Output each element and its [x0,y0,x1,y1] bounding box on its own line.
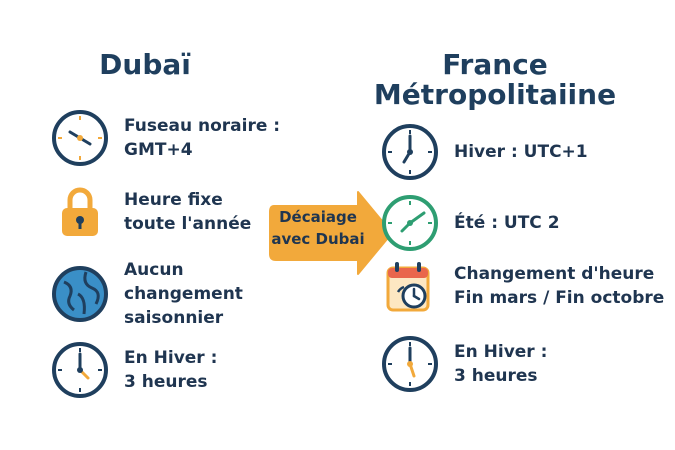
france-winter-label: En Hiver : 3 heures [454,340,547,388]
label-line: En Hiver : [124,348,218,368]
france-title: France Métropolitaiine [370,50,620,110]
clock-icon [380,334,440,394]
dubai-title: Dubaï [99,48,191,81]
france-change-label: Changement d'heure Fin mars / Fin octobr… [454,262,664,310]
label-line: changement [124,284,243,304]
dubai-no-change-label: Aucun changement saisonnier [124,258,243,330]
label-line: avec Dubai [271,230,365,248]
globe-icon [50,264,110,324]
arrow-shape [269,191,393,275]
dubai-winter-label: En Hiver : 3 heures [124,346,217,394]
clock-icon [380,193,440,253]
dubai-no-change-row: Aucun changement saisonnier [50,258,243,330]
label-line: Fin mars / Fin octobre [454,288,665,308]
dubai-timezone-label: Fuseau noraire : GMT+4 [124,114,280,162]
dubai-fixed-time-label: Heure fixe toute l'année [124,188,251,236]
lock-icon [50,182,110,242]
dubai-fixed-time-row: Heure fixe toute l'année [50,182,251,242]
label-line: Fuseau noraire : [124,116,281,136]
label-line: 3 heures [454,366,538,386]
label-line: Aucun [124,260,184,280]
france-winter-utc-row: Hiver : UTC+1 [380,122,588,182]
france-winter-utc-label: Hiver : UTC+1 [454,140,588,164]
france-summer-utc-label: Été : UTC 2 [454,211,560,235]
france-summer-utc-row: Été : UTC 2 [380,193,560,253]
dubai-timezone-row: Fuseau noraire : GMT+4 [50,108,280,168]
label-line: Heure fixe [124,190,223,210]
label-line: Été : UTC 2 [454,213,560,233]
offset-arrow: Décaiage avec Dubai [266,188,396,278]
label-line: GMT+4 [124,140,193,160]
label-line: En Hiver : [454,342,548,362]
label-line: saisonnier [124,308,224,328]
clock-icon [380,122,440,182]
label-line: toute l'année [124,214,252,234]
label-line: Changement d'heure [454,264,655,284]
label-line: 3 heures [124,372,208,392]
france-change-row: Changement d'heure Fin mars / Fin octobr… [380,256,664,316]
france-winter-row: En Hiver : 3 heures [380,334,547,394]
label-line: Hiver : UTC+1 [454,142,588,162]
dubai-winter-row: En Hiver : 3 heures [50,340,217,400]
clock-icon [50,340,110,400]
clock-icon [50,108,110,168]
label-line: Décaiage [279,208,357,226]
france-title-line-1: France [442,48,548,81]
france-title-line-2: Métropolitaiine [373,78,617,111]
calendar-clock-icon [380,256,440,316]
offset-arrow-label: Décaiage avec Dubai [266,206,370,250]
